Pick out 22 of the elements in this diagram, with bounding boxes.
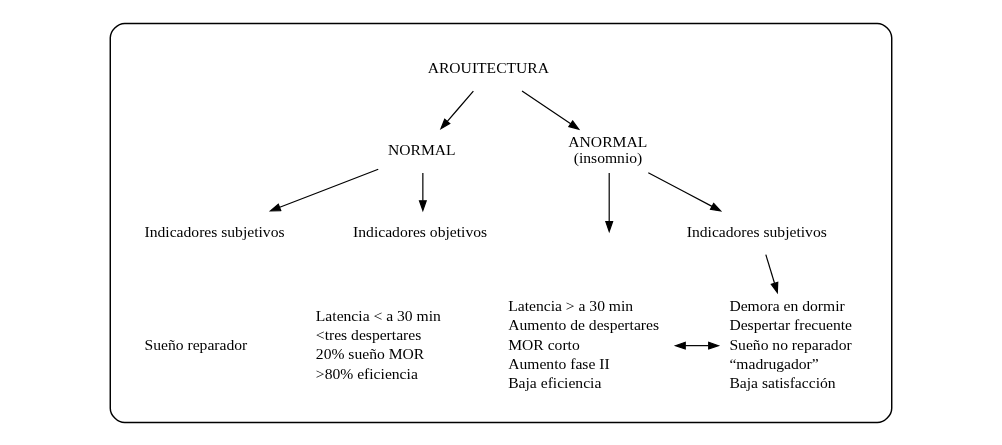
node-text: Indicadores subjetivos [686,222,827,240]
arrow [521,89,581,130]
arrow [765,253,779,294]
node-text: ANORMAL (insomnio) [568,132,648,166]
node-text: Latencia > a 30 min Aumento de despertares MOR corto Aumento fase II Baja eficiencia [508,296,660,391]
arrow [605,171,614,233]
label: >80% eficiencia [315,364,418,382]
label: <tres despertares [315,325,422,343]
node-text: Demora en dormir Despertar frecuente Sueño no reparador “madrugador” Baja satisfacción [729,296,853,391]
label: Latencia < a 30 min [315,306,441,324]
arrow [268,168,379,211]
arrow [647,171,723,212]
arrow [439,90,474,130]
label: Sueño reparador [144,335,248,353]
node-text: NORMAL [387,140,456,158]
arrow [673,340,721,350]
node-text: Indicadores subjetivos [144,222,285,240]
node-text: Indicadores objetivos [353,222,488,240]
node-text: AROUITECTURA [427,58,550,76]
label: 20% sueño MOR [315,344,425,362]
cluster [109,22,893,423]
arrow [418,171,428,212]
